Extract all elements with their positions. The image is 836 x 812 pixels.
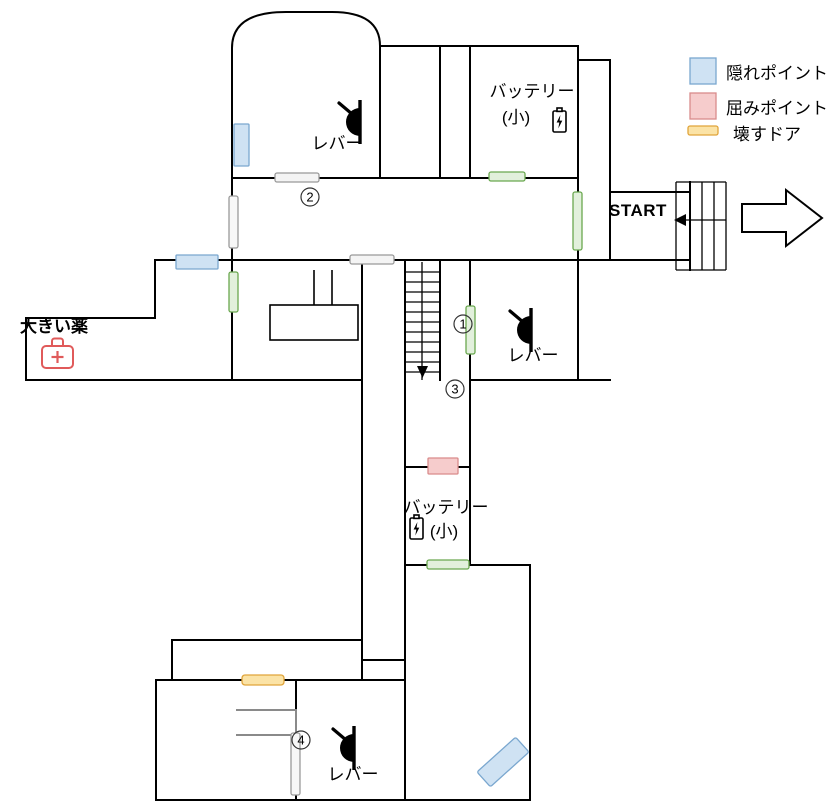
stairs-down-arrow [417, 366, 428, 378]
lever-label-middle-room: レバー [507, 346, 559, 365]
doors-and-points [175, 123, 583, 796]
hiding-point-middle-area[interactable] [175, 254, 219, 270]
staircase-start [674, 181, 727, 271]
marker-circle-3 [445, 379, 465, 399]
marker-circle-1 [453, 314, 473, 334]
door-green-lever-room-1[interactable] [465, 305, 476, 355]
door-plain-middle-top[interactable] [349, 254, 395, 265]
table-middle [269, 304, 359, 341]
battery-icon-top-room [552, 107, 567, 133]
start-direction-arrow [674, 214, 686, 226]
legend-swatch-hiding-point [689, 57, 717, 85]
legend-swatch-crouch-point [689, 92, 717, 120]
lever-label-top-room: レバー [311, 134, 363, 153]
entry-direction-arrow [741, 187, 824, 249]
crouch-point-battery-shaft[interactable] [427, 457, 459, 475]
hiding-point-top-room[interactable] [233, 123, 250, 167]
battery-label-lower-room: バッテリー [403, 498, 489, 517]
medkit-icon [40, 337, 75, 370]
legend-label-crouch-point: 屈みポイント [726, 99, 828, 118]
legend-label-hiding-point: 隠れポイント [726, 64, 828, 83]
hiding-point-bottom-right-room[interactable] [477, 737, 529, 787]
door-green-start-corridor[interactable] [572, 191, 583, 251]
start-label: START [609, 201, 667, 220]
big-medicine-label: 大きい薬 [20, 317, 88, 336]
staircase-middle [405, 262, 440, 380]
marker-label-1: 1 [459, 316, 467, 332]
battery-icon-lower-room [409, 514, 424, 540]
battery-label-top-room: バッテリー [489, 82, 575, 101]
marker-circle-4 [291, 730, 311, 750]
marker-circle-2 [300, 187, 320, 207]
furniture-objects [236, 270, 359, 736]
battery-size-label-top-room: (小) [501, 108, 531, 127]
door-green-battery-room[interactable] [488, 171, 526, 182]
shelf-bottom-room [236, 709, 297, 736]
marker-label-4: 4 [297, 732, 305, 748]
lever-label-bottom-room: レバー [327, 765, 379, 784]
marker-label-3: 3 [451, 381, 459, 397]
door-green-middle-area[interactable] [228, 271, 239, 313]
legend-swatch-breakable-door [687, 125, 719, 136]
legend-label-breakable-door: 壊すドア [733, 125, 801, 144]
door-plain-top-room-2[interactable] [274, 172, 320, 183]
legend-swatches [687, 57, 719, 136]
battery-size-label-lower-room: (小) [429, 522, 459, 541]
door-gray-upper-passage[interactable] [228, 195, 239, 249]
door-orange-breakable[interactable] [241, 674, 285, 686]
door-green-lower-room[interactable] [426, 559, 470, 570]
marker-label-2: 2 [306, 189, 314, 205]
